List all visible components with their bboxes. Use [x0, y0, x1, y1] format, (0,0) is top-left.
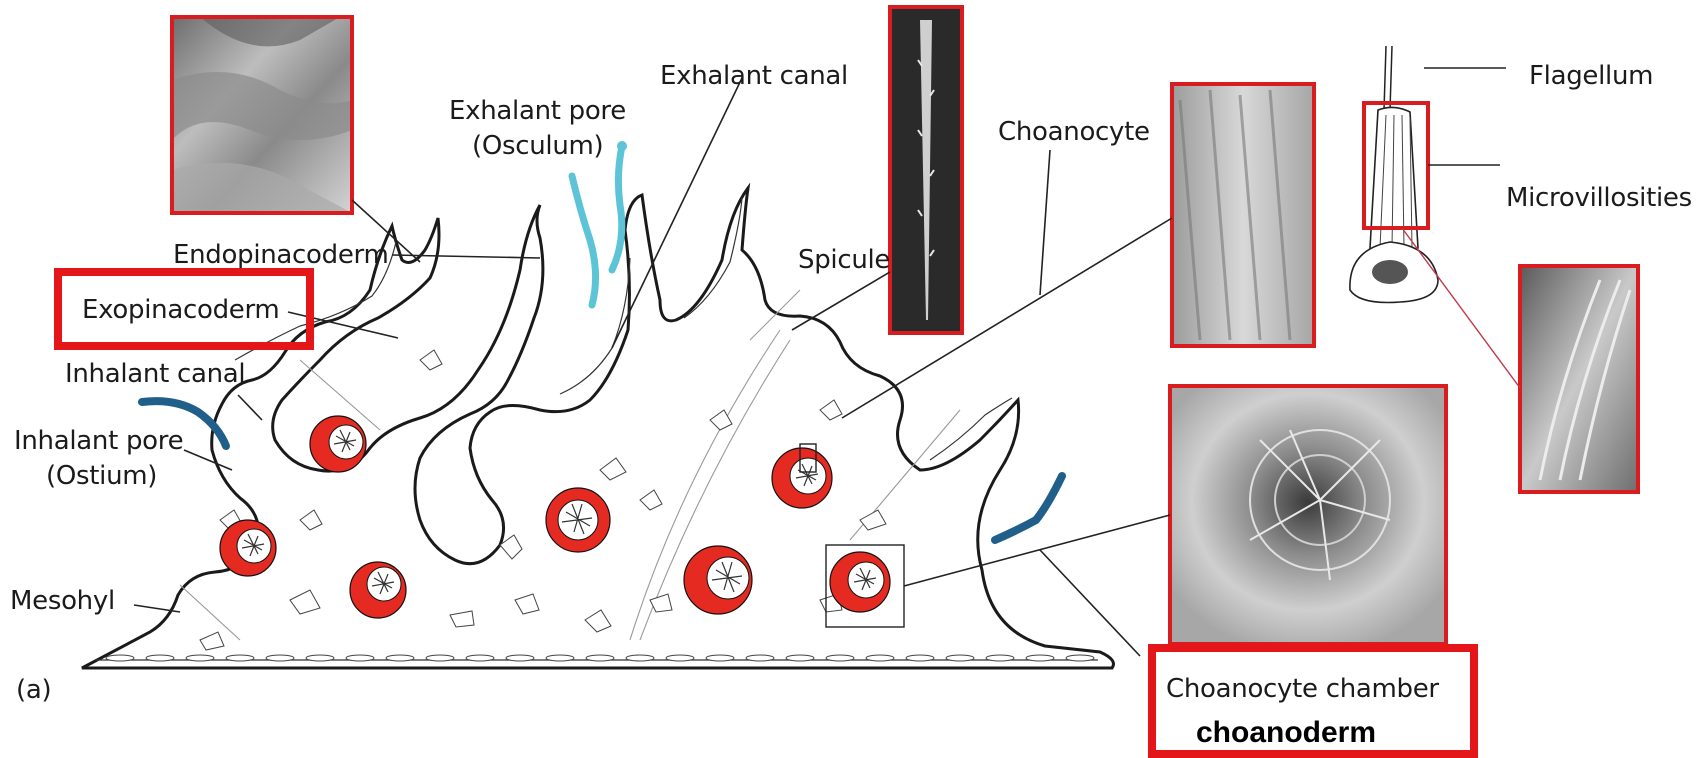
label-ostium: (Ostium) [46, 461, 157, 491]
inhalant-flow-arrow-2 [995, 476, 1062, 540]
sem-spicule-image [890, 7, 962, 333]
label-osculum: (Osculum) [472, 131, 603, 161]
label-choanocyte-chamber: Choanocyte chamber [1166, 674, 1439, 704]
chamber-3 [350, 562, 406, 618]
chamber-4 [546, 488, 610, 552]
label-exopinacoderm: Exopinacoderm [82, 295, 279, 325]
label-inhalant-canal: Inhalant canal [65, 359, 245, 389]
label-exhalant-pore: Exhalant pore [449, 96, 626, 126]
label-choanocyte: Choanocyte [998, 117, 1150, 147]
sem-chamber-image [1170, 386, 1446, 644]
label-exhalant-canal: Exhalant canal [660, 61, 848, 91]
label-endopinacoderm: Endopinacoderm [173, 240, 389, 270]
label-flagellum: Flagellum [1529, 61, 1653, 91]
label-microvillosities: Microvillosities [1506, 183, 1692, 213]
label-spicule: Spicule [798, 245, 890, 275]
nucleus [1372, 260, 1408, 284]
sem-choanocyte-image [1172, 84, 1314, 346]
choanocyte-cell-drawing [1350, 46, 1520, 388]
label-panel-a: (a) [16, 675, 51, 705]
sem-pinacoderm-image [172, 17, 352, 213]
exhalant-flow-arrow-2 [612, 146, 622, 270]
exhalant-flow-arrow [572, 176, 596, 305]
label-choanoderm: choanoderm [1196, 716, 1376, 749]
chamber-2 [310, 416, 366, 472]
label-inhalant-pore: Inhalant pore [14, 426, 183, 456]
chamber-6 [772, 448, 832, 508]
sem-microvilli-image [1520, 266, 1638, 492]
chamber-5 [684, 546, 752, 614]
chamber-7 [830, 552, 890, 612]
chamber-1 [220, 520, 276, 576]
exhalant-flow-tip [617, 141, 627, 151]
label-mesohyl: Mesohyl [10, 586, 115, 616]
